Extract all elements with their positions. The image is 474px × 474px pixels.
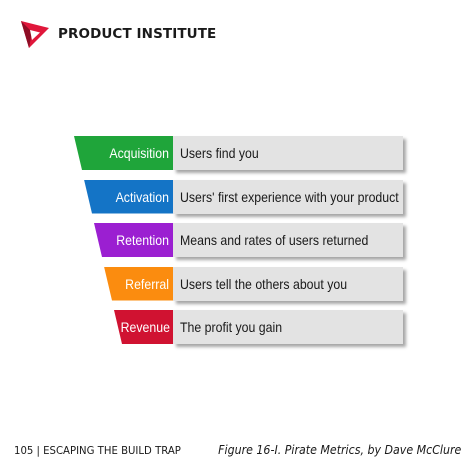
- stage-description-box: The profit you gain: [173, 310, 403, 344]
- stage-description-box: Users' first experience with your produc…: [173, 179, 403, 214]
- stage-label-shape: [104, 266, 173, 301]
- stage-description: Users find you: [180, 145, 259, 161]
- stage-label: Retention: [116, 232, 169, 248]
- stage-description: Users' first experience with your produc…: [180, 188, 399, 205]
- stage-label: Revenue: [120, 319, 170, 335]
- stage-description-box: Users find you: [173, 136, 403, 170]
- stage-label-shape: [114, 310, 173, 344]
- brand-name: PRODUCT INSTITUTE: [58, 26, 217, 42]
- stage-description-box: Users tell the others about you: [173, 266, 403, 301]
- stage-label: Acquisition: [109, 145, 169, 161]
- stage-label: Referral: [125, 275, 169, 292]
- stage-description-box: Means and rates of users returned: [173, 223, 403, 257]
- stage-label: Activation: [115, 188, 169, 205]
- stage-label-shape: [84, 179, 173, 214]
- stage-label-shape: [94, 223, 173, 257]
- stage-description: Means and rates of users returned: [180, 232, 369, 248]
- product-institute-logo-icon: [21, 21, 49, 48]
- stage-description: Users tell the others about you: [180, 275, 348, 292]
- page-reference: 105 | ESCAPING THE BUILD TRAP: [14, 444, 181, 457]
- stage-description: The profit you gain: [180, 319, 283, 335]
- stage-label-shape: [74, 136, 173, 170]
- figure-caption: Figure 16-I. Pirate Metrics, by Dave McC…: [217, 443, 461, 457]
